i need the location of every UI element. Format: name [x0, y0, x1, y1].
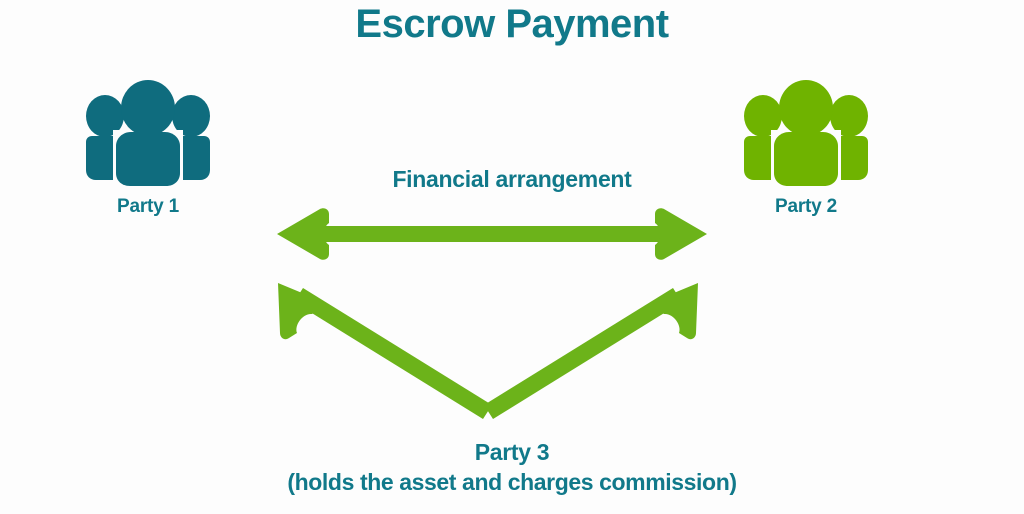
- party-3-label: Party 3: [474, 439, 550, 465]
- people-group-icon: [744, 80, 868, 186]
- people-group-icon: [86, 80, 210, 186]
- party-1-group: Party 1: [28, 78, 268, 218]
- double-headed-arrow-icon: [277, 208, 707, 260]
- party-3-group: Party 3 (holds the asset and charges com…: [0, 437, 1024, 498]
- party-3-sublabel: (holds the asset and charges commission): [287, 469, 737, 495]
- v-shaped-double-arrow: [278, 283, 698, 419]
- party-2-label: Party 2: [775, 196, 837, 217]
- page-title: Escrow Payment: [355, 2, 669, 46]
- party-1-label: Party 1: [117, 196, 179, 217]
- party-2-group: Party 2: [686, 78, 926, 218]
- financial-arrangement-label: Financial arrangement: [392, 166, 632, 192]
